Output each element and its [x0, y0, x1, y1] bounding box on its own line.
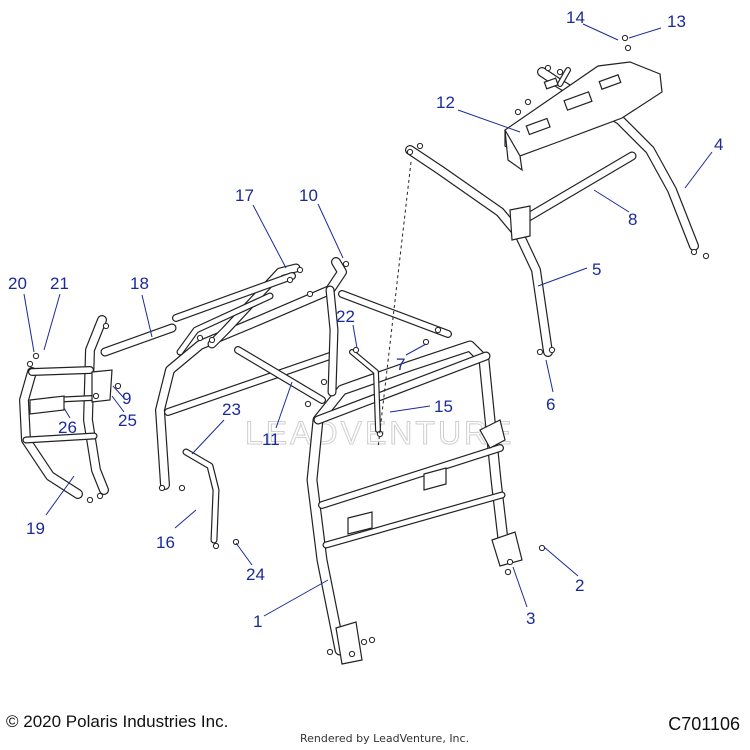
tube-fill — [173, 273, 295, 321]
bolt — [326, 648, 334, 656]
bolt — [286, 276, 294, 284]
tube-fill — [323, 492, 505, 548]
bolt — [348, 650, 356, 658]
bolt — [538, 544, 546, 552]
callout-9: 9 — [122, 389, 131, 408]
bolt — [536, 348, 544, 356]
callout-12: 12 — [436, 93, 455, 112]
bolt — [296, 266, 304, 274]
bolt — [86, 496, 94, 504]
tube-fill — [177, 293, 273, 355]
bolt — [434, 326, 442, 334]
bolt — [556, 68, 564, 76]
callout-1: 1 — [253, 612, 262, 631]
leader-lines — [23, 23, 713, 617]
callout-3: 3 — [526, 609, 535, 628]
bolt — [524, 98, 532, 106]
rendered-by-text: Rendered by LeadVenture, Inc. — [300, 732, 470, 745]
tube-fill — [165, 353, 333, 415]
tube-fill — [235, 347, 325, 403]
bolt — [26, 360, 34, 368]
bolt — [212, 542, 220, 550]
bolt — [320, 378, 328, 386]
bolt — [352, 346, 360, 354]
callout-14: 14 — [566, 8, 585, 27]
bolt — [306, 290, 314, 298]
callout-8: 8 — [628, 210, 637, 229]
tube-fill — [558, 68, 570, 86]
tube-fill — [101, 324, 176, 356]
callout-26: 26 — [58, 418, 77, 437]
callout-2: 2 — [575, 576, 584, 595]
callout-22: 22 — [336, 307, 355, 326]
bolt — [232, 538, 240, 546]
fasteners — [26, 34, 710, 658]
callout-5: 5 — [592, 260, 601, 279]
roof-panel — [504, 61, 663, 172]
bolt — [304, 400, 312, 408]
bolt — [96, 492, 104, 500]
bolt — [368, 636, 376, 644]
callout-25: 25 — [118, 411, 137, 430]
bolt — [406, 148, 414, 156]
callout-24: 24 — [246, 565, 265, 584]
bolt — [422, 338, 430, 346]
diagram-code: C701106 — [668, 714, 740, 734]
tube-fill — [314, 352, 490, 424]
callout-7: 7 — [396, 355, 405, 374]
bolt — [102, 322, 110, 330]
bolt — [548, 346, 556, 354]
bolt — [624, 44, 632, 52]
callout-4: 4 — [714, 135, 723, 154]
callout-16: 16 — [156, 533, 175, 552]
tube-fill — [84, 316, 108, 494]
callout-18: 18 — [130, 274, 149, 293]
tube-fill — [516, 152, 636, 226]
bolt — [544, 64, 552, 72]
tube-fill — [29, 367, 93, 375]
callout-13: 13 — [667, 12, 686, 31]
bolt — [92, 392, 100, 400]
bolt — [621, 34, 629, 42]
callout-labels: 1 2 3 4 5 6 7 8 9 10 11 12 13 14 15 16 1… — [8, 8, 723, 631]
bolt — [360, 638, 368, 646]
tube-fill — [350, 350, 380, 432]
tube-fill — [319, 445, 503, 508]
tube-fill — [406, 146, 552, 356]
tube-fill — [183, 449, 219, 543]
bolt — [158, 484, 166, 492]
callout-23: 23 — [222, 400, 241, 419]
callout-21: 21 — [50, 274, 69, 293]
bolt — [178, 484, 186, 492]
bolt — [690, 248, 698, 256]
frame-tubes — [19, 67, 699, 656]
bolt — [506, 558, 514, 566]
reference-line — [377, 161, 412, 449]
bolt — [196, 334, 204, 342]
tube-fill — [339, 291, 451, 337]
callout-6: 6 — [546, 395, 555, 414]
callout-17: 17 — [235, 186, 254, 205]
callout-15: 15 — [434, 397, 453, 416]
callout-10: 10 — [299, 186, 318, 205]
tube-fill — [156, 258, 346, 489]
bolt — [504, 568, 512, 576]
callout-19: 19 — [26, 519, 45, 538]
bolt — [342, 260, 350, 268]
callout-11: 11 — [262, 430, 280, 449]
tube-fill — [326, 286, 338, 396]
bolt — [208, 336, 216, 344]
bolt — [114, 382, 122, 390]
bolt — [702, 252, 710, 260]
tube-fill — [23, 433, 97, 443]
bolt — [32, 352, 40, 360]
bolt — [514, 108, 522, 116]
bolt — [416, 142, 424, 150]
mount-brackets — [29, 205, 531, 665]
callout-20: 20 — [8, 274, 27, 293]
copyright-text: © 2020 Polaris Industries Inc. — [6, 712, 229, 731]
